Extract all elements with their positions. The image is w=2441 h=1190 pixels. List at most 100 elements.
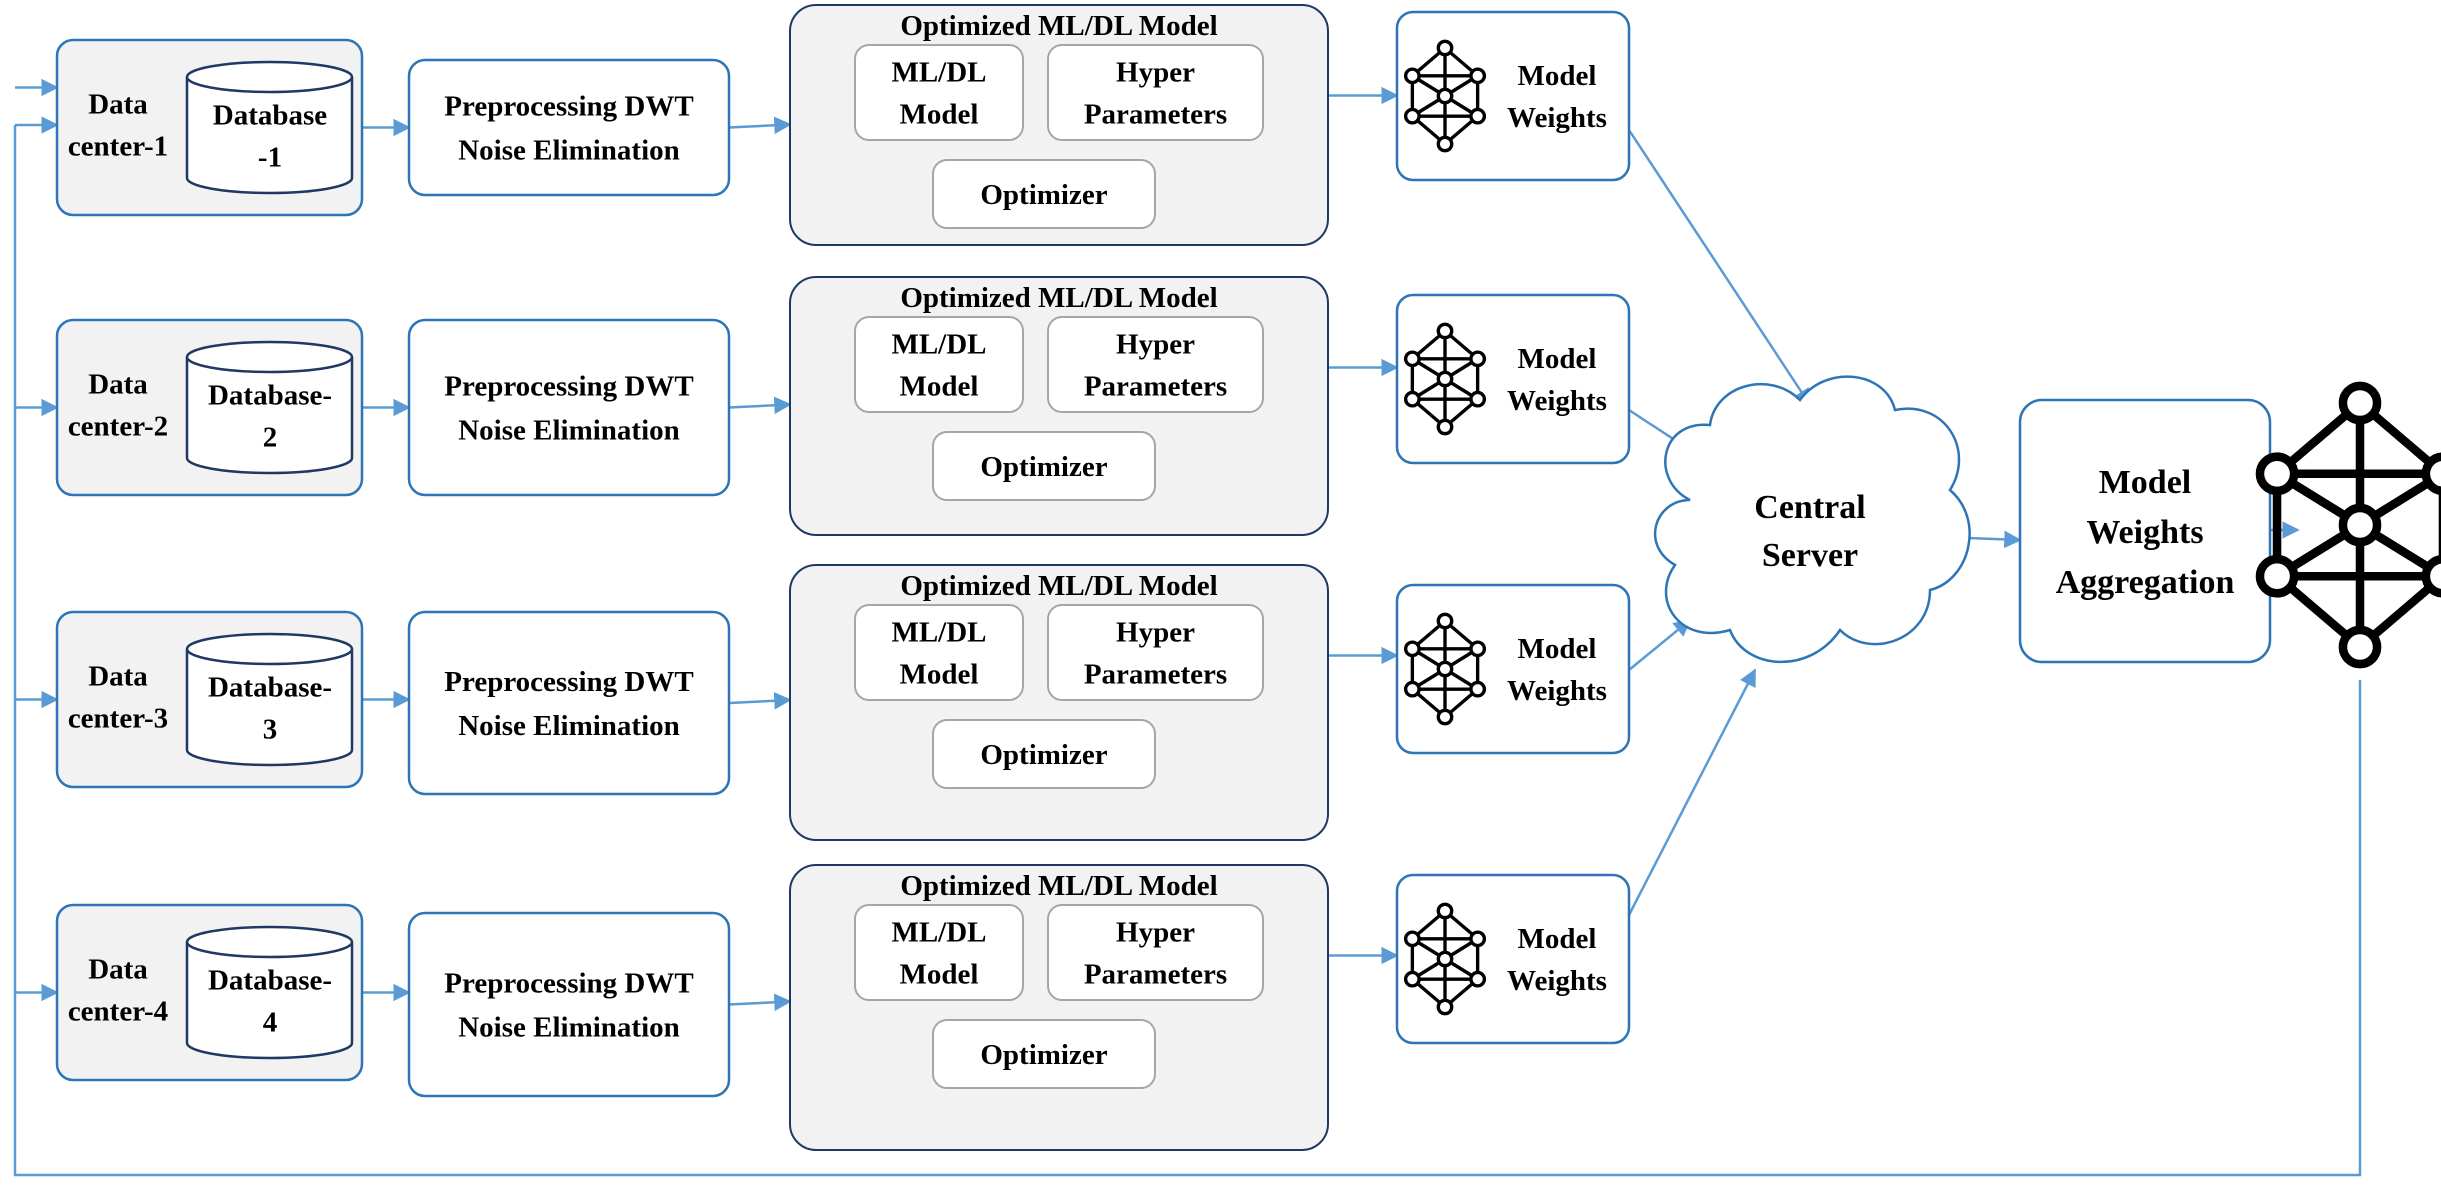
preprocessing-label-line: Preprocessing DWT	[444, 371, 693, 403]
model-weights-box	[1395, 293, 1631, 465]
ml-dl-model-box	[854, 604, 1024, 701]
database-cylinder-body	[185, 942, 354, 1060]
central-server-label-line: Server	[1762, 537, 1858, 574]
neural-network-icon	[1403, 612, 1487, 726]
global-model-icon	[2255, 381, 2441, 669]
ml-dl-model-label: ML/DL Model	[891, 329, 986, 403]
network-node	[2421, 554, 2441, 598]
database-cylinder-top	[185, 340, 354, 374]
data-center-label-line: Data	[88, 954, 148, 986]
network-node	[2255, 452, 2299, 496]
network-node	[1436, 612, 1454, 630]
network-node	[1469, 107, 1487, 125]
network-node	[1469, 680, 1487, 698]
optimized-model-title: Optimized ML/DL Model	[900, 870, 1217, 902]
network-node	[1403, 67, 1421, 85]
preprocessing-label-line: Preprocessing DWT	[444, 968, 693, 1000]
model-weights-box	[1395, 583, 1631, 755]
preprocessing-box	[407, 58, 731, 197]
hyper-parameters-label-line: Parameters	[1084, 659, 1227, 691]
database-cylinder-body	[185, 649, 354, 767]
network-node	[1436, 322, 1454, 340]
data-center-label: Data center-2	[68, 369, 168, 443]
preprocessing-box	[407, 610, 731, 796]
database-label-line: 4	[263, 1007, 278, 1039]
data-center-label-line: center-3	[68, 703, 168, 735]
model-weights-label-line: Model	[1518, 60, 1597, 92]
ml-dl-model-box	[854, 904, 1024, 1001]
preprocessing-label-line: Noise Elimination	[458, 135, 680, 167]
network-node	[1436, 39, 1454, 57]
ml-dl-model-label-line: Model	[900, 99, 979, 131]
database-label: Database-1	[213, 100, 328, 174]
network-node	[2338, 503, 2382, 547]
optimizer-box	[932, 719, 1156, 789]
database-cylinder-top	[185, 925, 354, 959]
server-to-aggregation-arrow	[1967, 530, 2022, 549]
model-weights-box	[1395, 873, 1631, 1045]
database-label-line: 2	[263, 422, 278, 454]
aggregation-label-line: Weights	[2086, 514, 2203, 551]
network-node	[2421, 452, 2441, 496]
hyper-parameters-label-line: Hyper	[1116, 917, 1195, 949]
optimizer-label: Optimizer	[980, 451, 1107, 483]
central-server-label-line: Central	[1754, 489, 1865, 526]
ml-dl-model-label-line: Model	[900, 371, 979, 403]
network-node	[1436, 998, 1454, 1016]
data-center-label: Data center-1	[68, 89, 168, 163]
database-label-line: -1	[258, 142, 282, 174]
aggregation-box	[2018, 398, 2272, 664]
model-weights-box	[1395, 10, 1631, 182]
model-weights-label-line: Weights	[1507, 675, 1607, 707]
model-weights-label-line: Model	[1518, 633, 1597, 665]
model-weights-label-line: Weights	[1507, 102, 1607, 134]
database-label: Database-2	[208, 380, 332, 454]
network-node	[1469, 970, 1487, 988]
optimized-model-title-line: Optimized ML/DL Model	[900, 282, 1217, 314]
ml-dl-model-box	[854, 316, 1024, 413]
network-node	[1403, 970, 1421, 988]
weights4-to-server-arrow	[1627, 668, 1757, 916]
optimized-model-title-line: Optimized ML/DL Model	[900, 570, 1217, 602]
network-node	[1403, 930, 1421, 948]
network-node	[1403, 640, 1421, 658]
neural-network-icon	[1403, 39, 1487, 153]
hyper-parameters-box	[1047, 316, 1264, 413]
network-node	[1469, 930, 1487, 948]
hyper-parameters-label-line: Parameters	[1084, 99, 1227, 131]
database-icon	[185, 632, 354, 767]
network-node	[1436, 660, 1454, 678]
optimized-model-title-line: Optimized ML/DL Model	[900, 870, 1217, 902]
data-center-label-line: Data	[88, 369, 148, 401]
neural-network-icon	[1403, 902, 1487, 1016]
preprocess-to-model-arrow	[728, 993, 792, 1012]
network-node	[1436, 135, 1454, 153]
ml-dl-model-label-line: ML/DL	[891, 329, 986, 361]
hyper-parameters-label-line: Hyper	[1116, 57, 1195, 89]
database-label-line: Database-	[208, 965, 332, 997]
hyper-parameters-box	[1047, 904, 1264, 1001]
data-center-label-line: center-4	[68, 996, 168, 1028]
data-center-label-line: center-1	[68, 131, 168, 163]
optimizer-label-line: Optimizer	[980, 739, 1107, 771]
preprocessing-label-line: Noise Elimination	[458, 710, 680, 742]
model-weights-label-line: Weights	[1507, 965, 1607, 997]
model-weights-label-line: Model	[1518, 343, 1597, 375]
optimizer-label-line: Optimizer	[980, 1039, 1107, 1071]
database-cylinder-body	[185, 77, 354, 195]
preprocess-to-model-arrow	[728, 396, 792, 415]
data-center-label-line: Data	[88, 89, 148, 121]
network-node	[2255, 554, 2299, 598]
hyper-parameters-label-line: Parameters	[1084, 371, 1227, 403]
aggregation-label-line: Aggregation	[2056, 564, 2235, 601]
data-center-label-line: center-2	[68, 411, 168, 443]
ml-dl-model-label-line: Model	[900, 659, 979, 691]
